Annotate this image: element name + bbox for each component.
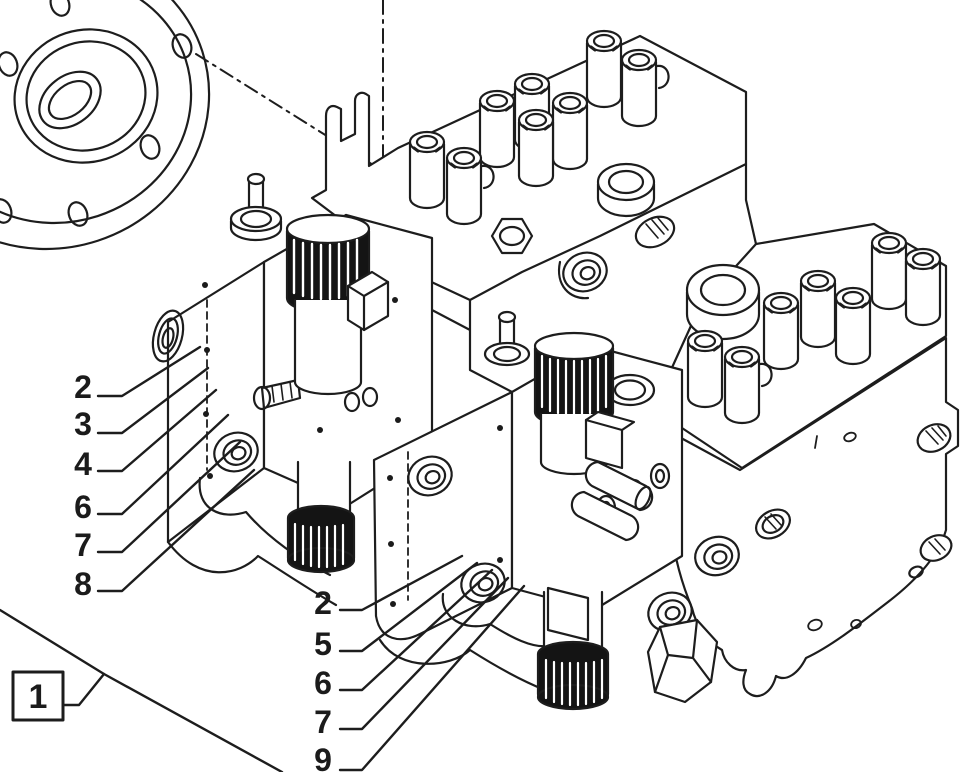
top-bolt [483,310,531,367]
leader-bottom-5 [338,561,479,653]
coiled-pin-top [151,309,185,363]
shaded-boss [908,534,953,579]
drain-holes [807,431,862,632]
port-cylinder [408,130,446,210]
leader-left-3 [96,366,210,435]
port-cylinder [870,231,908,311]
shaded-boss [755,508,791,540]
leader-bottom-7 [338,576,510,731]
leader-left-2 [96,345,202,398]
port-clip [758,362,773,388]
right-valve-block [668,222,948,470]
port-cylinder [686,329,724,409]
connector-box [346,270,390,332]
port-cylinder [551,91,589,171]
flange-center-bore [38,70,102,130]
leader-left-7 [96,440,242,554]
flange-bolt-holes [0,0,193,227]
leader-left-4 [96,388,218,473]
shaded-boss [916,423,952,453]
left-callout-2: 2 [74,369,92,405]
connector-box [584,410,636,470]
bottom-callout-7: 7 [314,704,332,740]
leader-left-6 [96,413,230,516]
face-washers [343,386,379,413]
boxed-callout-1 [11,670,65,722]
left-callout-4: 4 [74,446,92,482]
port-cylinder [517,108,555,188]
port-cylinder [620,48,658,128]
solenoid-cap-bottom [536,640,610,711]
coiled-washer [556,245,614,300]
leader-box-1 [61,672,106,707]
hex-plug [641,585,719,704]
solenoid-tube-top [293,298,363,396]
port-clip [480,64,670,190]
plate-holes [387,425,503,607]
leader-lines [0,345,526,772]
leader-bottom-2 [338,554,464,612]
port-cylinder [445,146,483,226]
hex-bolt-head [490,217,534,255]
port-cylinder [799,269,837,349]
left-callout-8: 8 [74,566,92,602]
port-cylinder [834,286,872,366]
side-fittings [570,460,654,542]
left-callout-6: 6 [74,489,92,525]
solenoid-cap-top [533,331,615,428]
mounting-plate [166,260,266,544]
leader-bottom-9 [338,584,526,772]
port-cylinder [478,89,516,169]
port-cylinder [904,247,942,327]
plate-holes [202,282,213,479]
top-bolt [229,172,283,242]
boxed-callout-label: 1 [29,678,48,716]
callout-labels: 2 3 4 6 7 8 2 5 6 7 9 1 [29,369,332,772]
center-valve-unit [372,310,684,711]
tube-block [546,586,590,642]
port-cylinder [762,291,800,371]
bottom-callout-9: 9 [314,742,332,772]
pump-mounting-flange [0,0,211,251]
large-port-boss [685,263,761,341]
solenoid-cap-bottom [286,504,356,574]
left-callout-7: 7 [74,527,92,563]
leader-left-8 [96,468,256,593]
middle-deck-hardware [490,162,676,300]
bottom-callout-2: 2 [314,585,332,621]
bottom-callout-6: 6 [314,665,332,701]
side-screw [252,378,302,411]
shaded-boss [634,215,676,249]
bottom-callout-5: 5 [314,626,332,662]
leader-bottom-6 [338,568,494,692]
pump-end-cover [668,336,960,698]
port-cylinder [585,29,623,109]
left-valve-unit [151,172,434,607]
flat-ring-washer [596,162,656,218]
port-cylinder [723,345,761,425]
left-callout-3: 3 [74,406,92,442]
